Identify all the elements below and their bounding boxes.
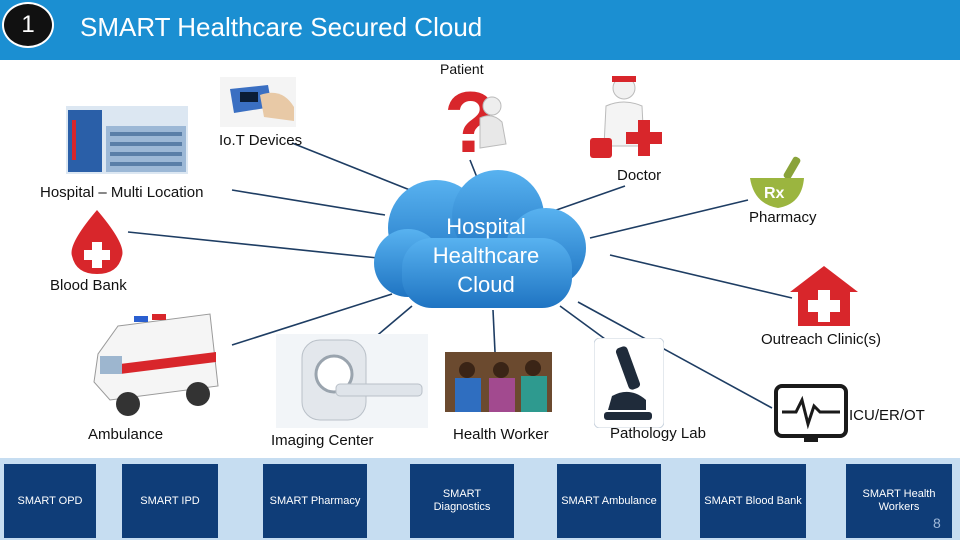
label-ambulance: Ambulance [88,426,163,443]
module-smart-ipd[interactable]: SMART IPD [122,464,218,538]
line-hospital [232,190,385,215]
patient-icon: ? [440,78,520,160]
cloud-line-2: Healthcare [366,241,606,270]
line-blood-bank [128,232,378,258]
label-outreach: Outreach Clinic(s) [761,331,881,348]
module-smart-pharmacy[interactable]: SMART Pharmacy [263,464,367,538]
label-imaging: Imaging Center [271,432,374,449]
cloud-line-3: Cloud [366,270,606,299]
label-icu: ICU/ER/OT [849,407,925,424]
cloud-label: Hospital Healthcare Cloud [366,212,606,299]
health-worker-photo [445,352,552,412]
svg-text:Rx: Rx [764,185,785,202]
label-iot-devices: Io.T Devices [219,132,302,149]
module-smart-ambulance[interactable]: SMART Ambulance [557,464,661,538]
label-blood-bank: Blood Bank [50,277,127,294]
label-doctor: Doctor [617,167,661,184]
page-number: 8 [933,515,941,531]
ambulance-icon [90,310,220,420]
label-patient: Patient [440,61,484,77]
module-smart-blood-bank[interactable]: SMART Blood Bank [700,464,806,538]
cloud-line-1: Hospital [366,212,606,241]
label-pharmacy: Pharmacy [749,209,817,226]
module-smart-diagnostics[interactable]: SMART Diagnostics [410,464,514,538]
label-pathology: Pathology Lab [610,425,706,442]
line-pharmacy [590,200,748,238]
label-hospital: Hospital – Multi Location [40,184,203,201]
blood-drop-icon [68,210,126,276]
doctor-icon [588,72,672,168]
module-smart-opd[interactable]: SMART OPD [4,464,96,538]
pharmacy-icon: Rx [748,156,808,212]
mri-scanner-icon [276,334,428,428]
hospital-building-icon [66,106,188,174]
iot-device-icon [220,77,296,127]
heart-monitor-icon [774,384,848,444]
label-health-worker: Health Worker [453,426,549,443]
microscope-icon [594,338,664,428]
line-health-worker [493,310,495,352]
line-outreach [610,255,792,298]
clinic-house-icon [790,266,858,326]
